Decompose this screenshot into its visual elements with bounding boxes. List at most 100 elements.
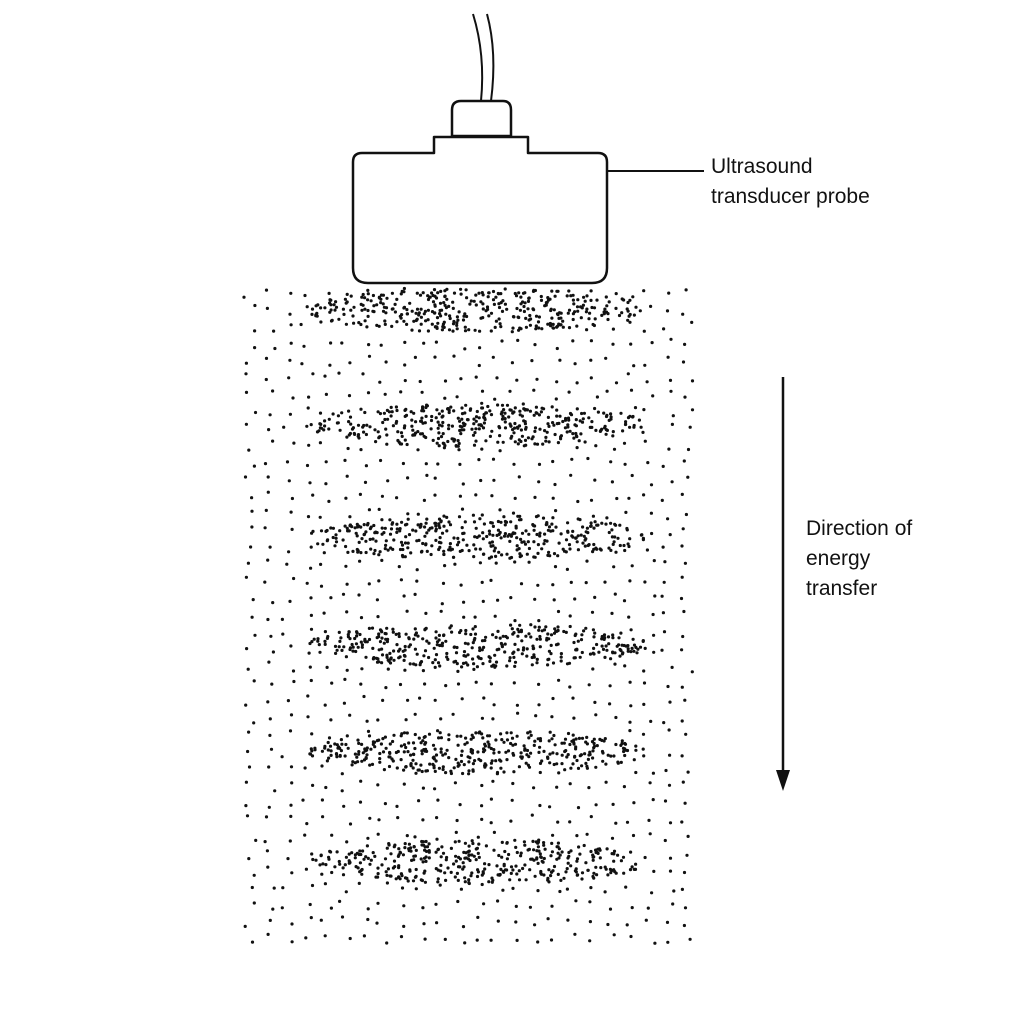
particle [663, 838, 667, 843]
particle [308, 752, 312, 756]
particle [457, 540, 461, 544]
particle [551, 751, 555, 755]
particle [690, 320, 694, 324]
particle [613, 522, 617, 526]
particle [480, 817, 484, 822]
particle [442, 549, 446, 553]
particle [288, 358, 292, 362]
particle [329, 341, 333, 345]
particle [587, 753, 591, 757]
particle [534, 405, 539, 409]
particle [571, 733, 575, 737]
particle [580, 764, 584, 768]
particle [516, 338, 520, 342]
particle [662, 721, 666, 725]
particle [436, 321, 440, 325]
particle [447, 738, 451, 742]
particle [631, 414, 635, 419]
particle [622, 871, 626, 875]
particle [373, 531, 377, 535]
particle [384, 360, 388, 364]
particle [437, 423, 442, 427]
particle [554, 525, 558, 529]
particle [263, 580, 267, 584]
particle [353, 853, 357, 857]
particle [624, 885, 628, 889]
particle [497, 317, 501, 321]
particle [438, 731, 442, 735]
particle [500, 738, 504, 742]
particle [491, 355, 495, 359]
particle [434, 636, 438, 640]
particle [329, 753, 333, 758]
particle [492, 478, 496, 482]
particle [341, 873, 346, 877]
particle [536, 320, 541, 324]
particle [535, 377, 539, 381]
particle [487, 556, 491, 560]
particle [395, 408, 399, 413]
particle [618, 543, 622, 548]
particle [367, 626, 371, 631]
particle [392, 845, 396, 849]
particle [419, 315, 423, 319]
particle [515, 536, 519, 540]
particle [547, 550, 551, 555]
particle [509, 741, 513, 746]
particle [448, 316, 452, 321]
particle [324, 785, 328, 790]
particle [383, 319, 387, 323]
particle [336, 414, 340, 418]
particle [624, 644, 628, 648]
particle [292, 679, 296, 684]
particle [667, 783, 672, 787]
particle [620, 739, 624, 743]
particle [420, 416, 424, 420]
particle [503, 411, 507, 415]
particle [434, 538, 438, 543]
particle [562, 741, 566, 745]
particle [568, 820, 572, 824]
particle [367, 582, 371, 586]
particle [535, 637, 539, 641]
particle [451, 306, 455, 310]
particle [579, 533, 583, 537]
particle [324, 482, 328, 486]
particle [348, 523, 352, 527]
particle [516, 648, 520, 652]
particle [612, 933, 616, 937]
particle [513, 642, 517, 647]
particle [288, 839, 292, 843]
particle [309, 916, 313, 920]
particle [668, 753, 672, 757]
particle [376, 430, 380, 434]
particle [452, 862, 456, 866]
particle [587, 416, 591, 420]
particle [335, 850, 339, 854]
particle [404, 718, 408, 722]
particle [264, 815, 269, 819]
particle [667, 728, 671, 732]
particle [495, 533, 499, 538]
particle [267, 765, 271, 769]
particle [528, 409, 533, 413]
particle [499, 641, 503, 646]
particle [650, 531, 654, 536]
particle [438, 301, 443, 305]
particle [518, 623, 522, 627]
particle [557, 847, 562, 851]
particle [368, 425, 372, 429]
particle [464, 403, 468, 407]
particle [653, 941, 657, 945]
particle [498, 434, 502, 438]
particle [280, 755, 284, 759]
particle [386, 667, 390, 671]
particle [407, 533, 412, 537]
particle [343, 524, 347, 528]
particle [347, 630, 351, 634]
particle [462, 763, 466, 767]
particle [435, 921, 439, 925]
particle [385, 442, 389, 446]
particle [319, 306, 323, 310]
particle [567, 661, 572, 665]
